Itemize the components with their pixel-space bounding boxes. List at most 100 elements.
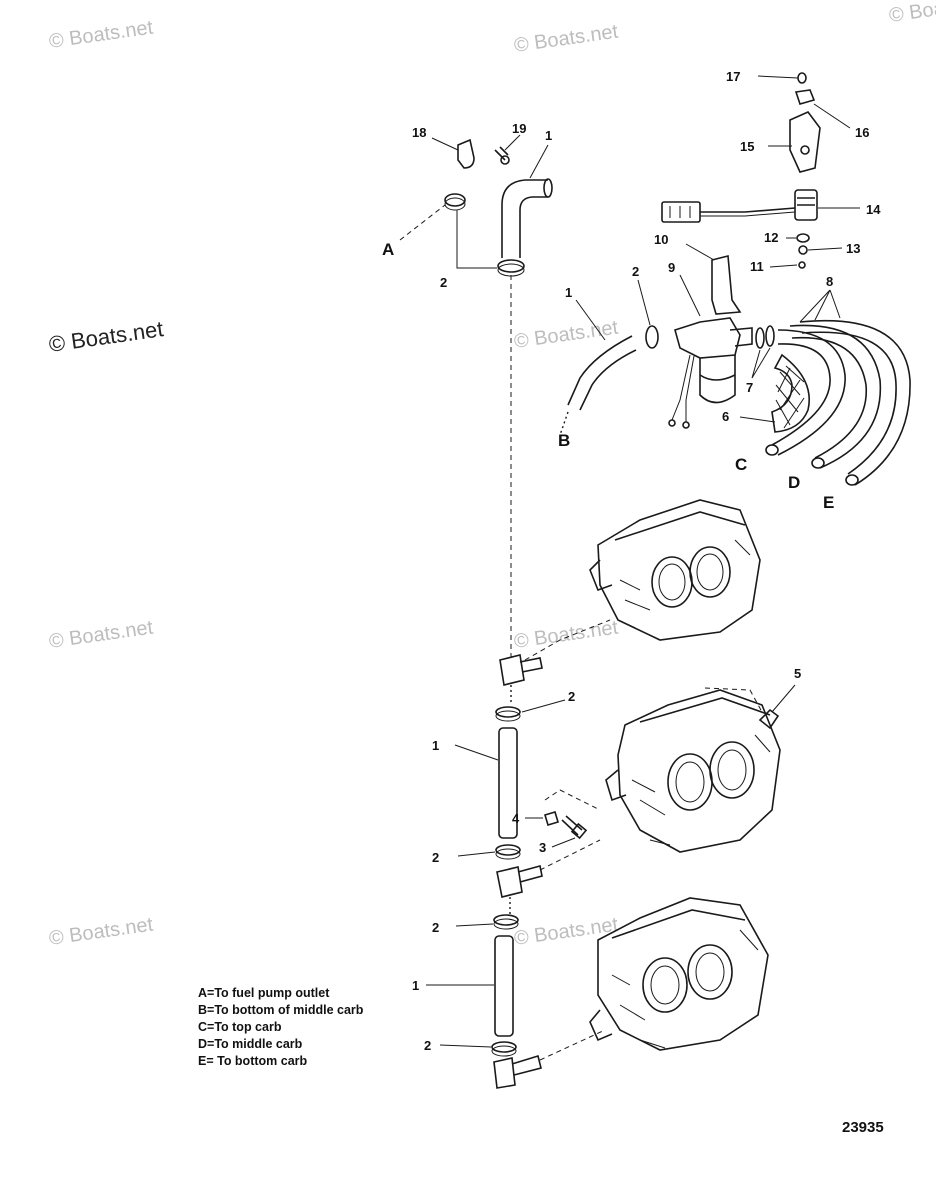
carb-side-boss bbox=[589, 1009, 613, 1042]
legend-line: E= To bottom carb bbox=[198, 1054, 308, 1068]
carb-throat bbox=[687, 944, 733, 1000]
leader-16 bbox=[813, 103, 851, 129]
callout-13: 13 bbox=[846, 241, 860, 256]
fuel-line-to-carb bbox=[539, 839, 601, 871]
callout-1: 1 bbox=[432, 738, 439, 753]
carb-top-edge bbox=[611, 909, 746, 939]
carburetor-middle: 5 bbox=[605, 666, 801, 853]
carb-detail bbox=[611, 929, 759, 1049]
leader-1 bbox=[575, 299, 606, 341]
fuel-hose bbox=[494, 935, 514, 1037]
watermark: © Boats.net bbox=[513, 617, 620, 653]
elbow-hose-inner bbox=[519, 196, 548, 258]
label-b: B bbox=[558, 431, 570, 450]
fuel-hose bbox=[498, 727, 518, 839]
watermark: © Boats.net bbox=[47, 316, 165, 357]
carb-body bbox=[617, 689, 781, 853]
screw-head bbox=[500, 155, 510, 165]
fuel-line-to-carb bbox=[524, 619, 611, 661]
leader-9 bbox=[679, 274, 701, 317]
label-d: D bbox=[788, 473, 800, 492]
label-e: E bbox=[823, 493, 834, 512]
hose-clamp bbox=[444, 193, 466, 207]
tee-body bbox=[499, 654, 525, 686]
screw-shank bbox=[561, 815, 583, 836]
carburetor-top bbox=[524, 499, 761, 661]
hose-clamp-band bbox=[495, 848, 521, 860]
lower-hose-assembly: 2 1 2 bbox=[412, 914, 606, 1089]
callout-10: 10 bbox=[654, 232, 668, 247]
nut bbox=[794, 89, 816, 105]
callout-17: 17 bbox=[726, 69, 740, 84]
carb-detail bbox=[631, 734, 771, 846]
carb-side-boss bbox=[605, 769, 627, 802]
callout-2: 2 bbox=[632, 264, 639, 279]
leader-17 bbox=[757, 75, 799, 79]
carb-throat-inner bbox=[650, 965, 680, 1005]
leader-11 bbox=[769, 264, 798, 268]
connector-ribs bbox=[669, 206, 691, 218]
leader-7 bbox=[751, 347, 771, 379]
watermark: © Boats.net bbox=[48, 617, 155, 653]
valve-wire bbox=[685, 355, 695, 422]
fuel-line-to-carb bbox=[539, 1029, 606, 1061]
leader-2 bbox=[455, 923, 494, 927]
hose-clamp bbox=[495, 706, 521, 718]
outlet-hose-c bbox=[777, 329, 846, 456]
leader-2 bbox=[637, 279, 651, 326]
connection-line-a bbox=[399, 204, 446, 241]
callout-6: 6 bbox=[722, 409, 729, 424]
carb-throat-inner bbox=[675, 761, 705, 803]
inlet-hose bbox=[579, 349, 637, 411]
screw bbox=[494, 146, 509, 161]
leader-2 bbox=[521, 699, 566, 713]
callout-19: 19 bbox=[512, 121, 526, 136]
leader-3 bbox=[551, 837, 576, 848]
leader-1 bbox=[454, 744, 499, 761]
legend-line: A=To fuel pump outlet bbox=[198, 986, 330, 1000]
watermark: © Boats.net bbox=[48, 17, 155, 53]
callout-16: 16 bbox=[855, 125, 869, 140]
watermark: © Boats.net bbox=[513, 21, 620, 57]
legend-line: C=To top carb bbox=[198, 1020, 282, 1034]
mounting-plate bbox=[789, 111, 821, 173]
fuel-valve-body bbox=[674, 317, 741, 359]
carb-top-edge bbox=[614, 511, 746, 541]
callout-2: 2 bbox=[432, 850, 439, 865]
callout-2: 2 bbox=[568, 689, 575, 704]
outlet-hose-c bbox=[771, 343, 831, 446]
elbow-hose-end bbox=[543, 178, 553, 198]
screw-head bbox=[758, 708, 780, 730]
outlet-hose-d bbox=[791, 336, 868, 459]
leader-5 bbox=[771, 684, 796, 713]
hose-end-d bbox=[811, 457, 825, 469]
elbow-fitting bbox=[493, 1057, 516, 1089]
valve-outlet bbox=[729, 327, 753, 347]
leader-18 bbox=[431, 137, 459, 151]
carb-throat bbox=[642, 957, 688, 1013]
callout-18: 18 bbox=[412, 125, 426, 140]
hose-clamp-band bbox=[493, 918, 519, 930]
wire-terminal bbox=[682, 421, 690, 429]
leader-1 bbox=[529, 144, 549, 179]
carb-top-edge bbox=[639, 697, 771, 723]
legend: A=To fuel pump outlet B=To bottom of mid… bbox=[198, 986, 364, 1068]
tee-body bbox=[496, 866, 523, 898]
carburetor-bottom bbox=[589, 897, 769, 1051]
leader-8 bbox=[799, 289, 841, 323]
screw-dash-line bbox=[704, 687, 763, 713]
leader-2 bbox=[457, 851, 496, 857]
callout-5: 5 bbox=[794, 666, 801, 681]
bracket bbox=[457, 138, 475, 169]
solenoid bbox=[794, 189, 818, 221]
inlet-hose bbox=[567, 335, 633, 406]
callout-14: 14 bbox=[866, 202, 881, 217]
leader-19 bbox=[504, 134, 521, 151]
label-a: A bbox=[382, 240, 394, 259]
middle-hose-assembly: 2 1 2 4 3 bbox=[432, 689, 601, 915]
leader-6 bbox=[739, 416, 776, 423]
watermark-layer: © Boats.net © Boats.net © Boats.net © Bo… bbox=[47, 0, 936, 950]
callout-15: 15 bbox=[740, 139, 754, 154]
sleeve-mesh bbox=[775, 365, 805, 426]
legend-line: B=To bottom of middle carb bbox=[198, 1003, 364, 1017]
